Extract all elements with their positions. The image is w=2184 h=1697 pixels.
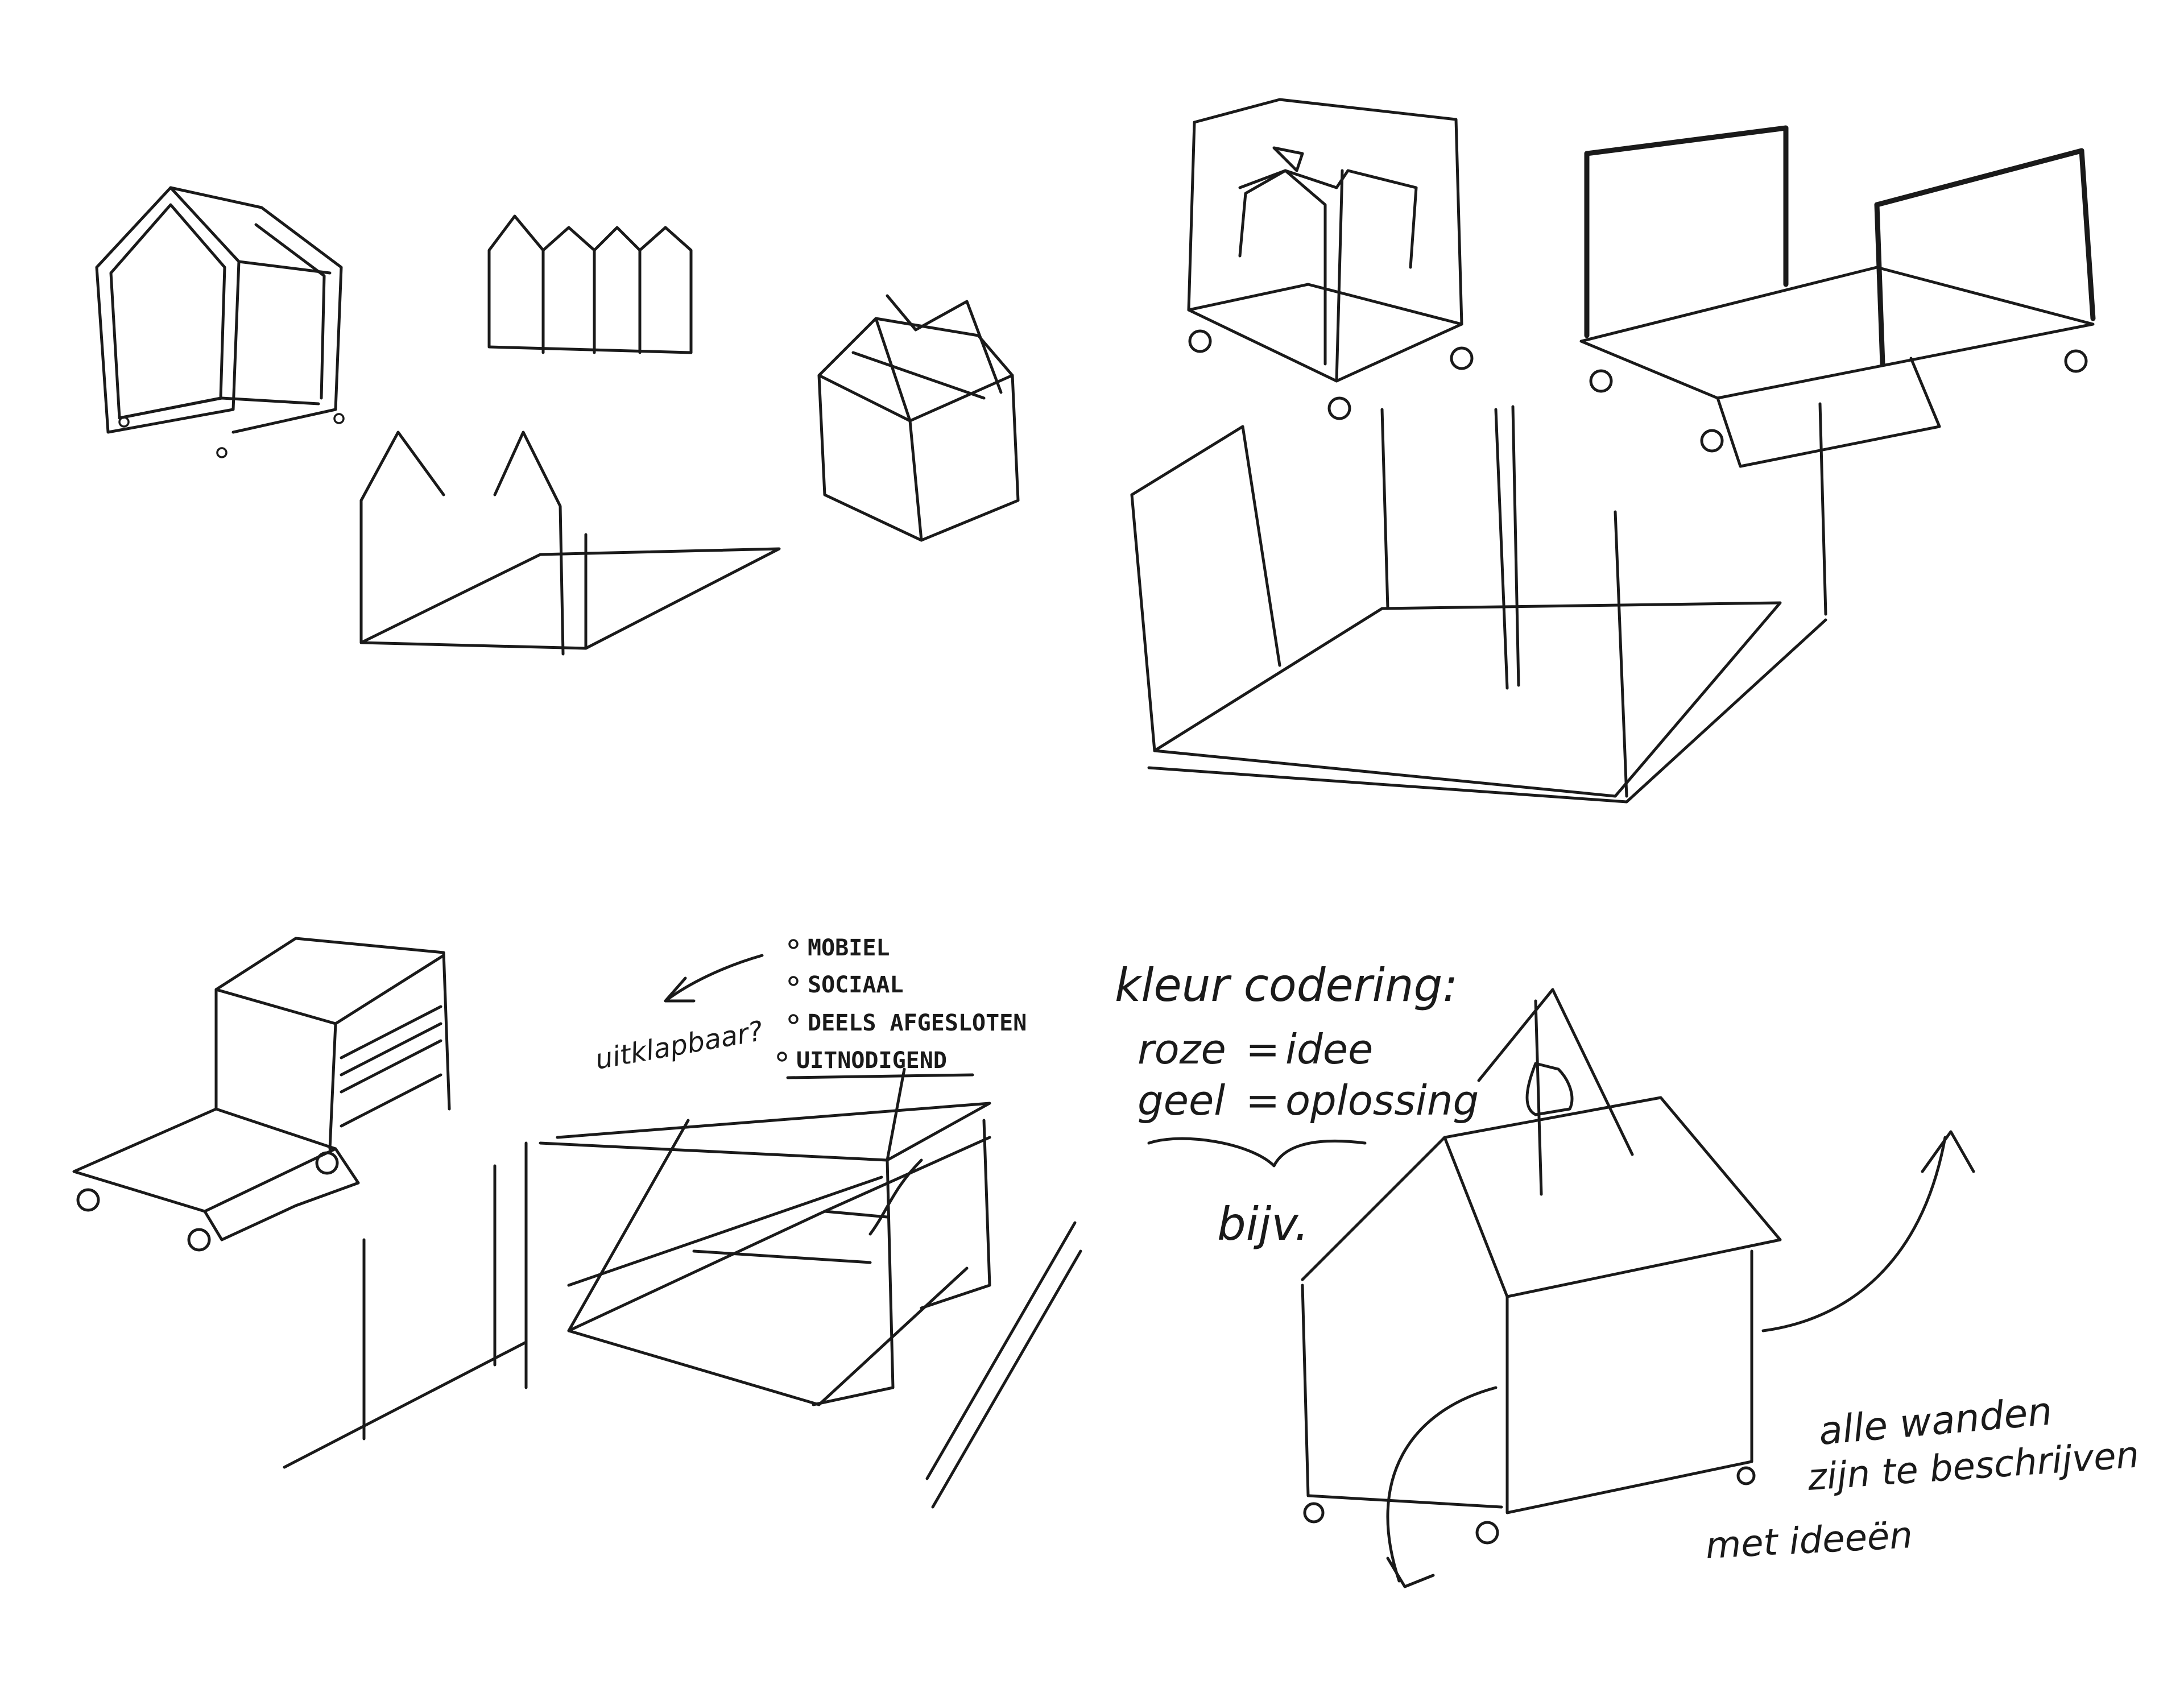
feature-list: MOBIEL SOCIAAL DEELS AFGESLOTEN UITNODIG… <box>593 935 1027 1079</box>
svg-text:=: = <box>1246 1077 1280 1124</box>
open-platform-sketch <box>1130 402 1827 804</box>
color-row-1-color: roze <box>1138 1025 1226 1073</box>
feature-4: UITNODIGEND <box>796 1048 947 1074</box>
feature-3: DEELS AFGESLOTEN <box>808 1010 1027 1036</box>
wall-note-line-3: met ideeën <box>1705 1514 1914 1567</box>
color-row-2-meaning: oplossing <box>1285 1077 1479 1124</box>
side-note-foldable: uitklapbaar? <box>593 1015 765 1076</box>
color-coding-notes: kleur codering: roze = idee geel = oplos… <box>1115 959 1479 1251</box>
trolley-ramp-sketch <box>1579 125 2096 468</box>
foldout-room-sketch <box>283 1067 1082 1509</box>
roofed-cube-sketch <box>817 294 1020 542</box>
color-row-2-color: geel <box>1138 1077 1225 1124</box>
feature-2: SOCIAAL <box>808 972 904 998</box>
svg-text:=: = <box>1246 1025 1280 1073</box>
feature-1: MOBIEL <box>808 935 890 961</box>
color-row-1-meaning: idee <box>1285 1025 1373 1073</box>
glass-box-cart-sketch <box>1187 98 1474 420</box>
wall-note: alle wanden zijn te beschrijven met idee… <box>1705 1389 2140 1567</box>
color-coding-title: kleur codering: <box>1115 959 1458 1012</box>
open-stage-sketch <box>359 431 781 656</box>
pointed-panels-sketch <box>487 214 693 354</box>
bell-tower-box-sketch <box>1301 988 1975 1588</box>
cabinet-cart-sketch <box>72 937 451 1252</box>
example-abbrev: bijv. <box>1217 1198 1309 1251</box>
house-frame-sketch <box>95 186 345 458</box>
